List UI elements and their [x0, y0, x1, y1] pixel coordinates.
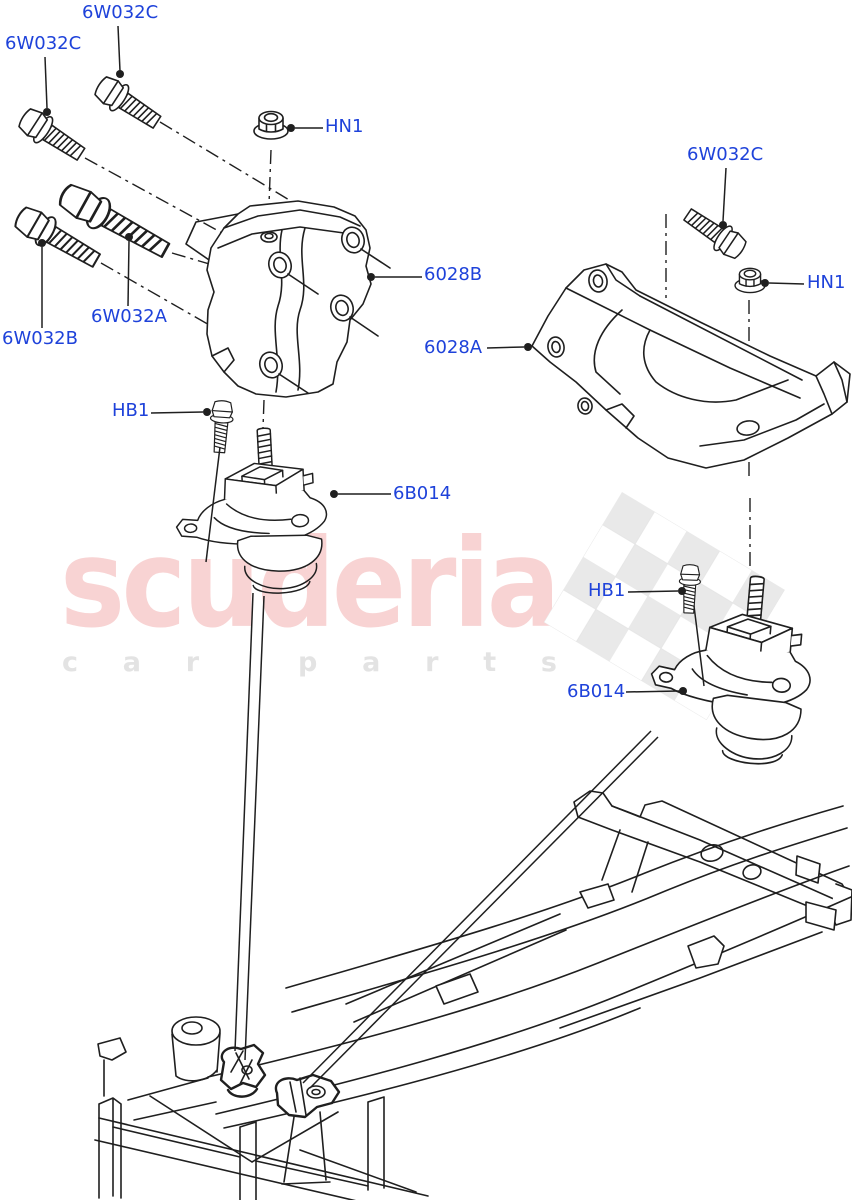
- bolt-hb1-left-drawing: [207, 399, 235, 454]
- callout-6w032c-top: 6W032C: [82, 2, 159, 23]
- bolt-6w032c-left-drawing: [14, 103, 90, 168]
- nut-hn1-left-drawing: [253, 110, 289, 140]
- frame-mount-boss-right: [274, 1073, 341, 1185]
- callout-6028b: 6028B: [424, 264, 483, 285]
- callout-6w032c-left: 6W032C: [5, 33, 82, 54]
- frame-mount-boss-left: [219, 1043, 267, 1098]
- nut-hn1-right-drawing: [734, 267, 766, 294]
- bolt-6w032c-upper-drawing: [90, 71, 166, 136]
- callout-6w032b: 6W032B: [2, 328, 78, 349]
- callout-hn1-left: HN1: [325, 116, 364, 137]
- callout-hb1-left: HB1: [112, 400, 150, 421]
- callout-hb1-right: HB1: [588, 580, 626, 601]
- callout-leader-lines: [38, 25, 805, 695]
- callout-6028a: 6028A: [424, 337, 483, 358]
- bolt-6w032c-right-drawing: [678, 201, 751, 264]
- fitment-lines: [205, 446, 705, 687]
- callout-6w032a: 6W032A: [91, 306, 167, 327]
- bracket-6028a-drawing: [531, 263, 851, 469]
- callout-6b014-left: 6B014: [393, 483, 452, 504]
- callout-6w032c-right: 6W032C: [687, 144, 764, 165]
- chassis-frame-drawing: [94, 790, 852, 1200]
- mount-locator-lines: [234, 592, 659, 1089]
- callout-hn1-right: HN1: [807, 272, 846, 293]
- bracket-6028b-drawing: [185, 200, 391, 398]
- callout-6b014-right: 6B014: [567, 681, 626, 702]
- watermark-subbrand-text: car parts: [62, 647, 557, 678]
